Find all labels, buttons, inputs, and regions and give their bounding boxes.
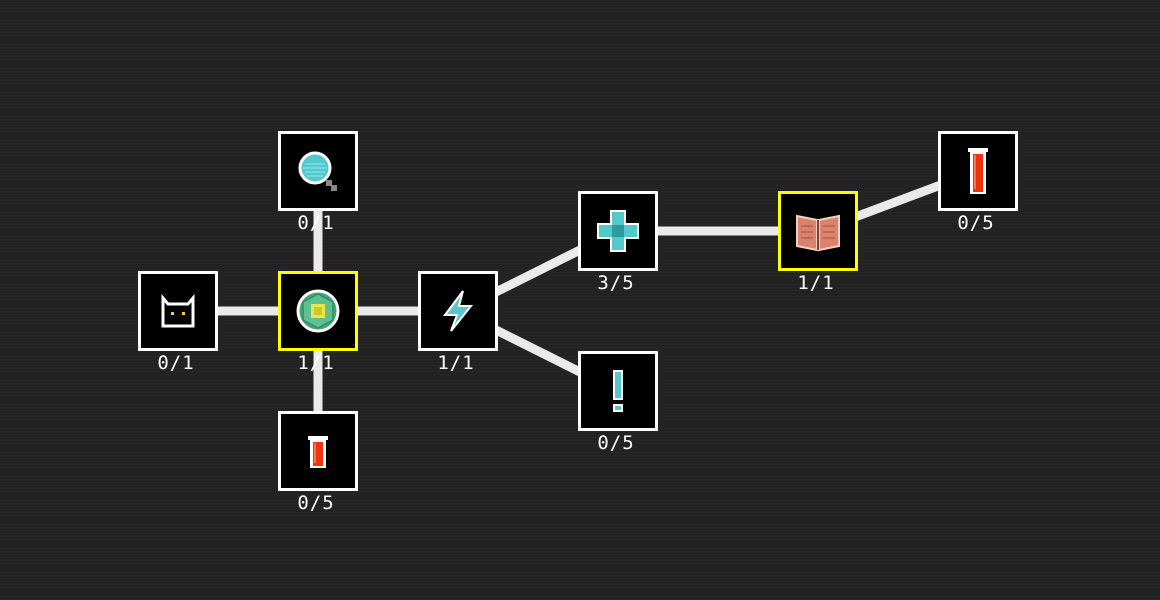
skill-count-book: 1/1: [797, 272, 835, 294]
skill-count-exclaim: 0/5: [597, 432, 635, 454]
skill-node-exclaim[interactable]: [578, 351, 658, 431]
skill-node-vial-small[interactable]: [278, 411, 358, 491]
skill-count-cat: 0/1: [157, 352, 195, 374]
skill-node-core[interactable]: [278, 271, 358, 351]
skill-node-book[interactable]: [778, 191, 858, 271]
tall-red-vial-icon: [968, 148, 988, 194]
skill-node-plus[interactable]: [578, 191, 658, 271]
skill-node-lightning[interactable]: [418, 271, 498, 351]
skill-count-magnifier: 0/1: [297, 212, 335, 234]
skill-node-magnifier[interactable]: [278, 131, 358, 211]
skill-node-cat[interactable]: [138, 271, 218, 351]
skill-count-lightning: 1/1: [437, 352, 475, 374]
skill-node-vial-tall[interactable]: [938, 131, 1018, 211]
skill-count-core: 1/1: [297, 352, 335, 374]
green-orb-icon: [296, 289, 340, 333]
skill-count-vial-tall: 0/5: [957, 212, 995, 234]
red-vial-icon: [308, 436, 328, 468]
magnifier-icon: [298, 151, 337, 191]
skill-count-vial-small: 0/5: [297, 492, 335, 514]
open-book-icon: [796, 214, 840, 252]
plus-cross-icon: [597, 210, 639, 252]
exclamation-icon: [613, 370, 623, 412]
skill-count-plus: 3/5: [597, 272, 635, 294]
cat-face-icon: [161, 293, 195, 328]
lightning-icon: [443, 290, 474, 332]
